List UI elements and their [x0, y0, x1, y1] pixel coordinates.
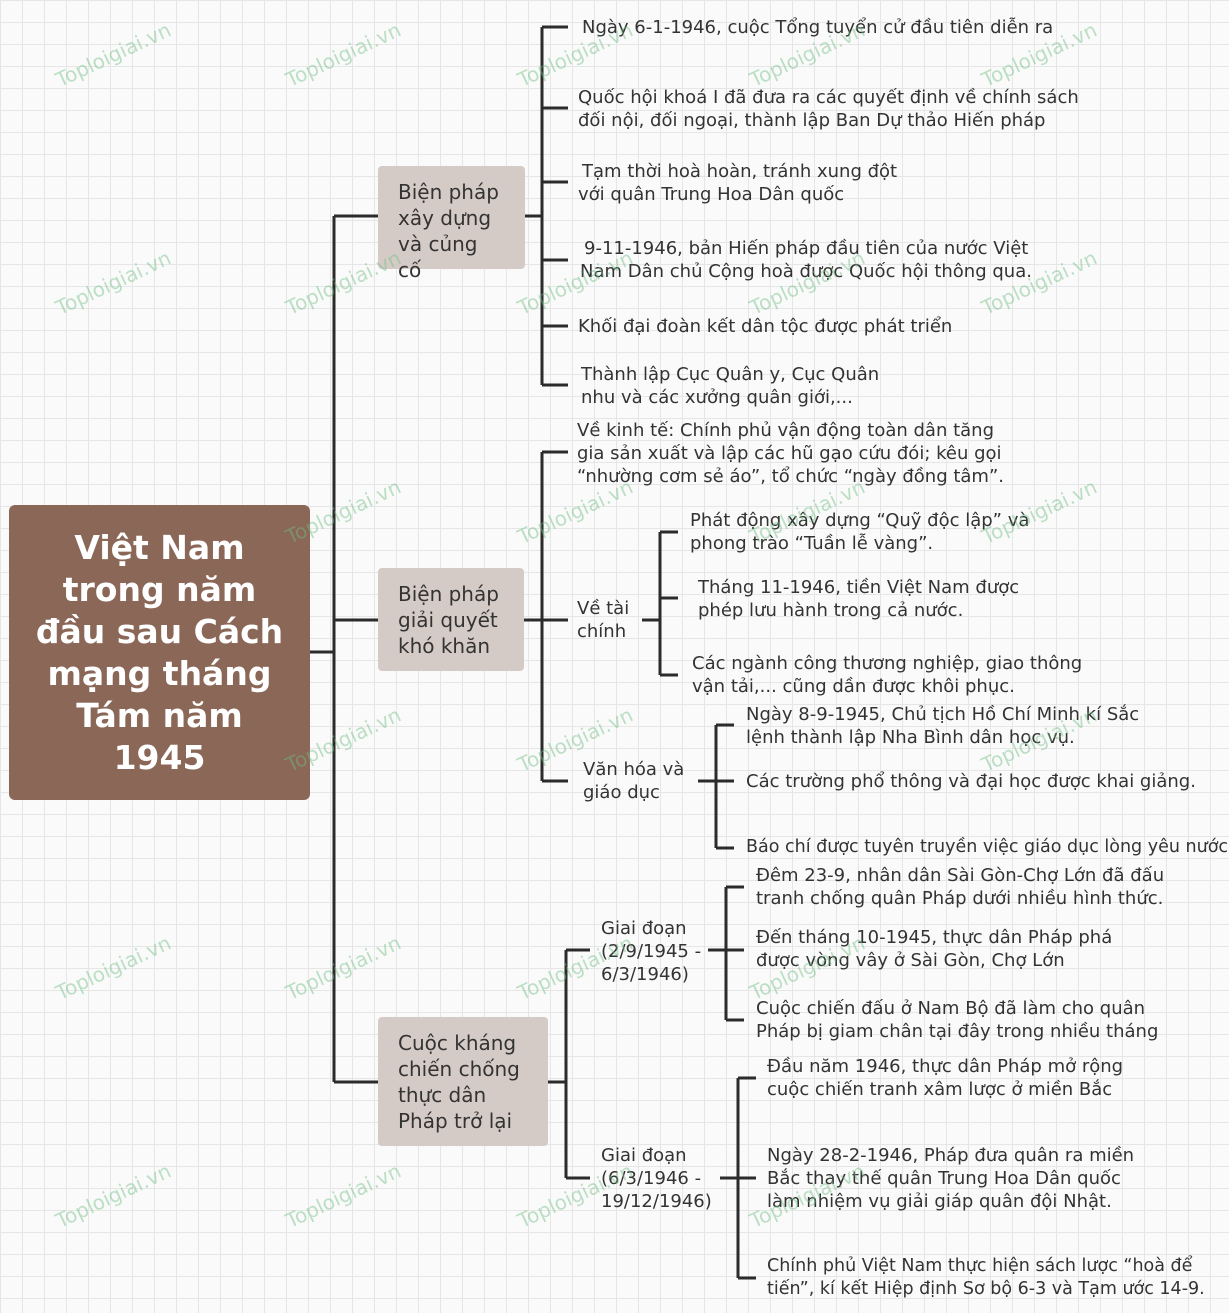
sub-topic-line: Văn hóa và [583, 759, 685, 780]
leaf-line: Tháng 11-1946, tiền Việt Nam được [698, 577, 1020, 598]
leaf-line: Phát động xây dựng “Quỹ độc lập” và [690, 510, 1030, 531]
leaf-node: 9-11-1946, bản Hiến pháp đầu tiên của nư… [580, 237, 1032, 283]
sub-topic-finance: Về tài chính [577, 597, 629, 643]
sub-topic-line: chính [577, 621, 627, 642]
leaf-line: Ngày 8-9-1945, Chủ tịch Hồ Chí Minh kí S… [746, 704, 1140, 725]
leaf-line: Khối đại đoàn kết dân tộc được phát triể… [578, 316, 953, 337]
leaf-node: Tạm thời hoà hoàn, tránh xung đột với qu… [578, 160, 897, 206]
root-line: mạng tháng [47, 653, 272, 693]
leaf-line: Ngày 6-1-1946, cuộc Tổng tuyển cử đầu ti… [582, 17, 1054, 38]
leaf-line: Đầu năm 1946, thực dân Pháp mở rộng [767, 1056, 1124, 1077]
leaf-line: tranh chống quân Pháp dưới nhiều hình th… [756, 888, 1164, 909]
sub-topic-phase-1: Giai đoạn (2/9/1945 - 6/3/1946) [601, 917, 701, 986]
leaf-line: Về kinh tế: Chính phủ vận động toàn dân … [577, 420, 995, 441]
leaf-line: phong trào “Tuần lễ vàng”. [690, 533, 934, 554]
leaf-line: Đêm 23-9, nhân dân Sài Gòn-Chợ Lớn đã đấ… [756, 865, 1165, 886]
leaf-line: vận tải,... cũng dần được khôi phục. [692, 676, 1015, 697]
leaf-line: đối nội, đối ngoại, thành lập Ban Dự thả… [578, 110, 1046, 131]
root-line: 1945 [113, 737, 206, 777]
leaf-node: Khối đại đoàn kết dân tộc được phát triể… [578, 315, 952, 338]
root-line: đầu sau Cách [35, 611, 284, 651]
branch-line: xây dựng [398, 206, 492, 230]
branch-line: giải quyết [398, 608, 498, 632]
leaf-node: Thành lập Cục Quân y, Cục Quân nhu và cá… [581, 363, 879, 409]
leaf-node: Phát động xây dựng “Quỹ độc lập” và phon… [690, 509, 1029, 555]
root-topic: Việt Nam trong năm đầu sau Cách mạng thá… [9, 505, 310, 800]
leaf-line: Ngày 28-2-1946, Pháp đưa quân ra miền [767, 1145, 1135, 1166]
leaf-line: lệnh thành lập Nha Bình dân học vụ. [746, 727, 1075, 748]
sub-topic-line: 6/3/1946) [601, 964, 689, 985]
branch-solve-difficulties: Biện pháp giải quyết khó khăn [378, 568, 524, 671]
leaf-line: Báo chí được tuyên truyền việc giáo dục … [746, 837, 1229, 857]
branch-line: Biện pháp [398, 180, 499, 204]
leaf-node: Ngày 6-1-1946, cuộc Tổng tuyển cử đầu ti… [582, 16, 1053, 39]
branch-resistance-war: Cuộc kháng chiến chống thực dân Pháp trở… [378, 1017, 548, 1146]
leaf-line: nhu và các xưởng quân giới,... [581, 387, 853, 408]
sub-topic-phase-2: Giai đoạn (6/3/1946 - 19/12/1946) [601, 1144, 712, 1213]
branch-line: Biện pháp [398, 582, 499, 606]
leaf-line: Tạm thời hoà hoàn, tránh xung đột [582, 161, 898, 182]
sub-topic-line: Giai đoạn [601, 918, 687, 939]
leaf-node: Chính phủ Việt Nam thực hiện sách lược “… [767, 1255, 1205, 1301]
sub-topic-line: giáo dục [583, 782, 660, 803]
branch-line: và củng cố [398, 232, 478, 282]
leaf-line: Quốc hội khoá I đã đưa ra các quyết định… [578, 87, 1079, 108]
sub-topic-line: (6/3/1946 - [601, 1168, 702, 1189]
branch-line: khó khăn [398, 634, 491, 658]
branch-line: chiến chống [398, 1057, 520, 1081]
leaf-line: 9-11-1946, bản Hiến pháp đầu tiên của nư… [584, 238, 1029, 259]
leaf-line: Nam Dân chủ Cộng hoà được Quốc hội thông… [580, 261, 1032, 282]
branch-line: thực dân [398, 1083, 487, 1107]
sub-topic-line: 19/12/1946) [601, 1191, 712, 1212]
leaf-node: Cuộc chiến đấu ở Nam Bộ đã làm cho quân … [756, 997, 1158, 1043]
leaf-line: cuộc chiến tranh xâm lược ở miền Bắc [767, 1079, 1113, 1100]
sub-topic-line: Giai đoạn [601, 1145, 687, 1166]
leaf-line: Các trường phổ thông và đại học được kha… [746, 771, 1196, 792]
branch-line: Pháp trở lại [398, 1109, 513, 1133]
leaf-line: Đến tháng 10-1945, thực dân Pháp phá [756, 927, 1113, 948]
leaf-node: Ngày 28-2-1946, Pháp đưa quân ra miền Bắ… [767, 1144, 1134, 1213]
leaf-line: Chính phủ Việt Nam thực hiện sách lược “… [767, 1256, 1193, 1276]
root-line: Việt Nam [74, 527, 245, 567]
leaf-node: Đêm 23-9, nhân dân Sài Gòn-Chợ Lớn đã đấ… [756, 864, 1164, 910]
leaf-node: Quốc hội khoá I đã đưa ra các quyết định… [578, 86, 1079, 132]
leaf-node: Đến tháng 10-1945, thực dân Pháp phá đượ… [756, 926, 1112, 972]
leaf-line: phép lưu hành trong cả nước. [698, 600, 964, 621]
leaf-line: Bắc thay thế quân Trung Hoa Dân quốc [767, 1168, 1121, 1189]
leaf-node: Các ngành công thương nghiệp, giao thông… [692, 652, 1082, 698]
leaf-node: Các trường phổ thông và đại học được kha… [746, 770, 1196, 793]
leaf-node: Đầu năm 1946, thực dân Pháp mở rộng cuộc… [767, 1055, 1123, 1101]
leaf-line: làm nhiệm vụ giải giáp quân đội Nhật. [767, 1191, 1112, 1212]
leaf-line: Pháp bị giam chân tại đây trong nhiều th… [756, 1021, 1159, 1042]
leaf-node: Báo chí được tuyên truyền việc giáo dục … [746, 836, 1229, 859]
leaf-line: Các ngành công thương nghiệp, giao thông [692, 653, 1083, 674]
leaf-node: Tháng 11-1946, tiền Việt Nam được phép l… [698, 576, 1019, 622]
leaf-line: Thành lập Cục Quân y, Cục Quân [581, 364, 880, 385]
sub-topic-line: (2/9/1945 - [601, 941, 702, 962]
branch-line: Cuộc kháng [398, 1031, 517, 1055]
leaf-economy: Về kinh tế: Chính phủ vận động toàn dân … [577, 419, 1004, 488]
leaf-line: gia sản xuất và lập các hũ gạo cứu đói; … [577, 443, 1002, 464]
sub-topic-culture-education: Văn hóa và giáo dục [583, 758, 684, 804]
leaf-line: với quân Trung Hoa Dân quốc [578, 184, 845, 205]
root-line: trong năm [62, 569, 257, 609]
leaf-line: tiến”, kí kết Hiệp định Sơ bộ 6-3 và Tạm… [767, 1279, 1205, 1299]
root-line: Tám năm [76, 695, 243, 735]
leaf-node: Ngày 8-9-1945, Chủ tịch Hồ Chí Minh kí S… [746, 703, 1139, 749]
sub-topic-line: Về tài [577, 598, 630, 619]
leaf-line: Cuộc chiến đấu ở Nam Bộ đã làm cho quân [756, 998, 1146, 1019]
leaf-line: được vòng vây ở Sài Gòn, Chợ Lớn [756, 950, 1065, 971]
leaf-line: “nhường cơm sẻ áo”, tổ chức “ngày đồng t… [577, 466, 1005, 487]
branch-build-consolidate: Biện pháp xây dựng và củng cố [378, 166, 525, 282]
